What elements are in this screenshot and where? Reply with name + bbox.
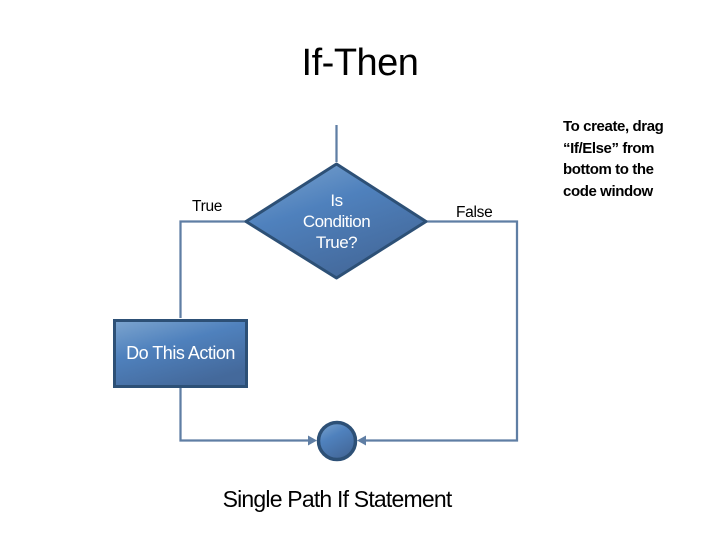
arrowhead-into-merge-right [357, 435, 366, 446]
page-title: If-Then [301, 42, 419, 84]
action-box [113, 319, 248, 388]
connector-action-to-merge [179, 388, 312, 442]
true-branch-label: True [192, 198, 223, 215]
arrowhead-into-merge-left [308, 435, 317, 446]
connector-true-branch [179, 220, 248, 318]
merge-circle [316, 420, 358, 462]
slide-caption: Single Path If Statement [222, 486, 453, 512]
false-branch-label: False [456, 204, 493, 221]
condition-diamond [244, 162, 428, 280]
connector-false-branch [362, 220, 519, 442]
action-box-label: Do This Action [126, 342, 235, 363]
condition-diamond-label: Is Condition True? [302, 191, 371, 252]
instruction-note: To create, drag “If/Else” from bottom to… [563, 118, 664, 200]
